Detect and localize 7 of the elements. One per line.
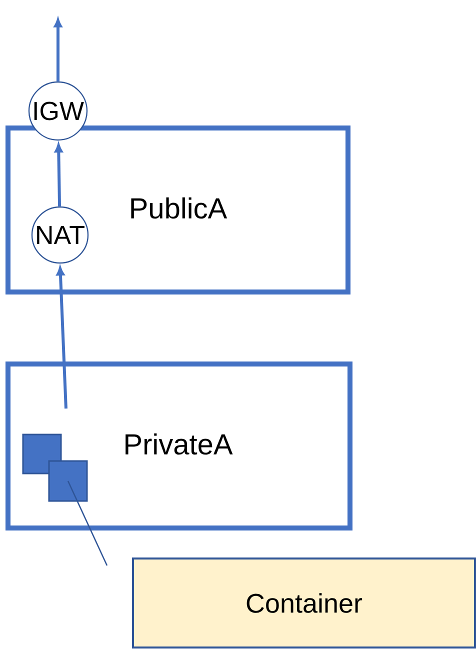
leader-line <box>67 480 108 566</box>
subnet-box: PrivateA <box>6 362 352 530</box>
container-square <box>48 460 88 502</box>
container-box: Container <box>132 558 476 648</box>
arrow <box>54 144 63 206</box>
arrow <box>56 266 68 409</box>
arrow <box>54 18 62 82</box>
